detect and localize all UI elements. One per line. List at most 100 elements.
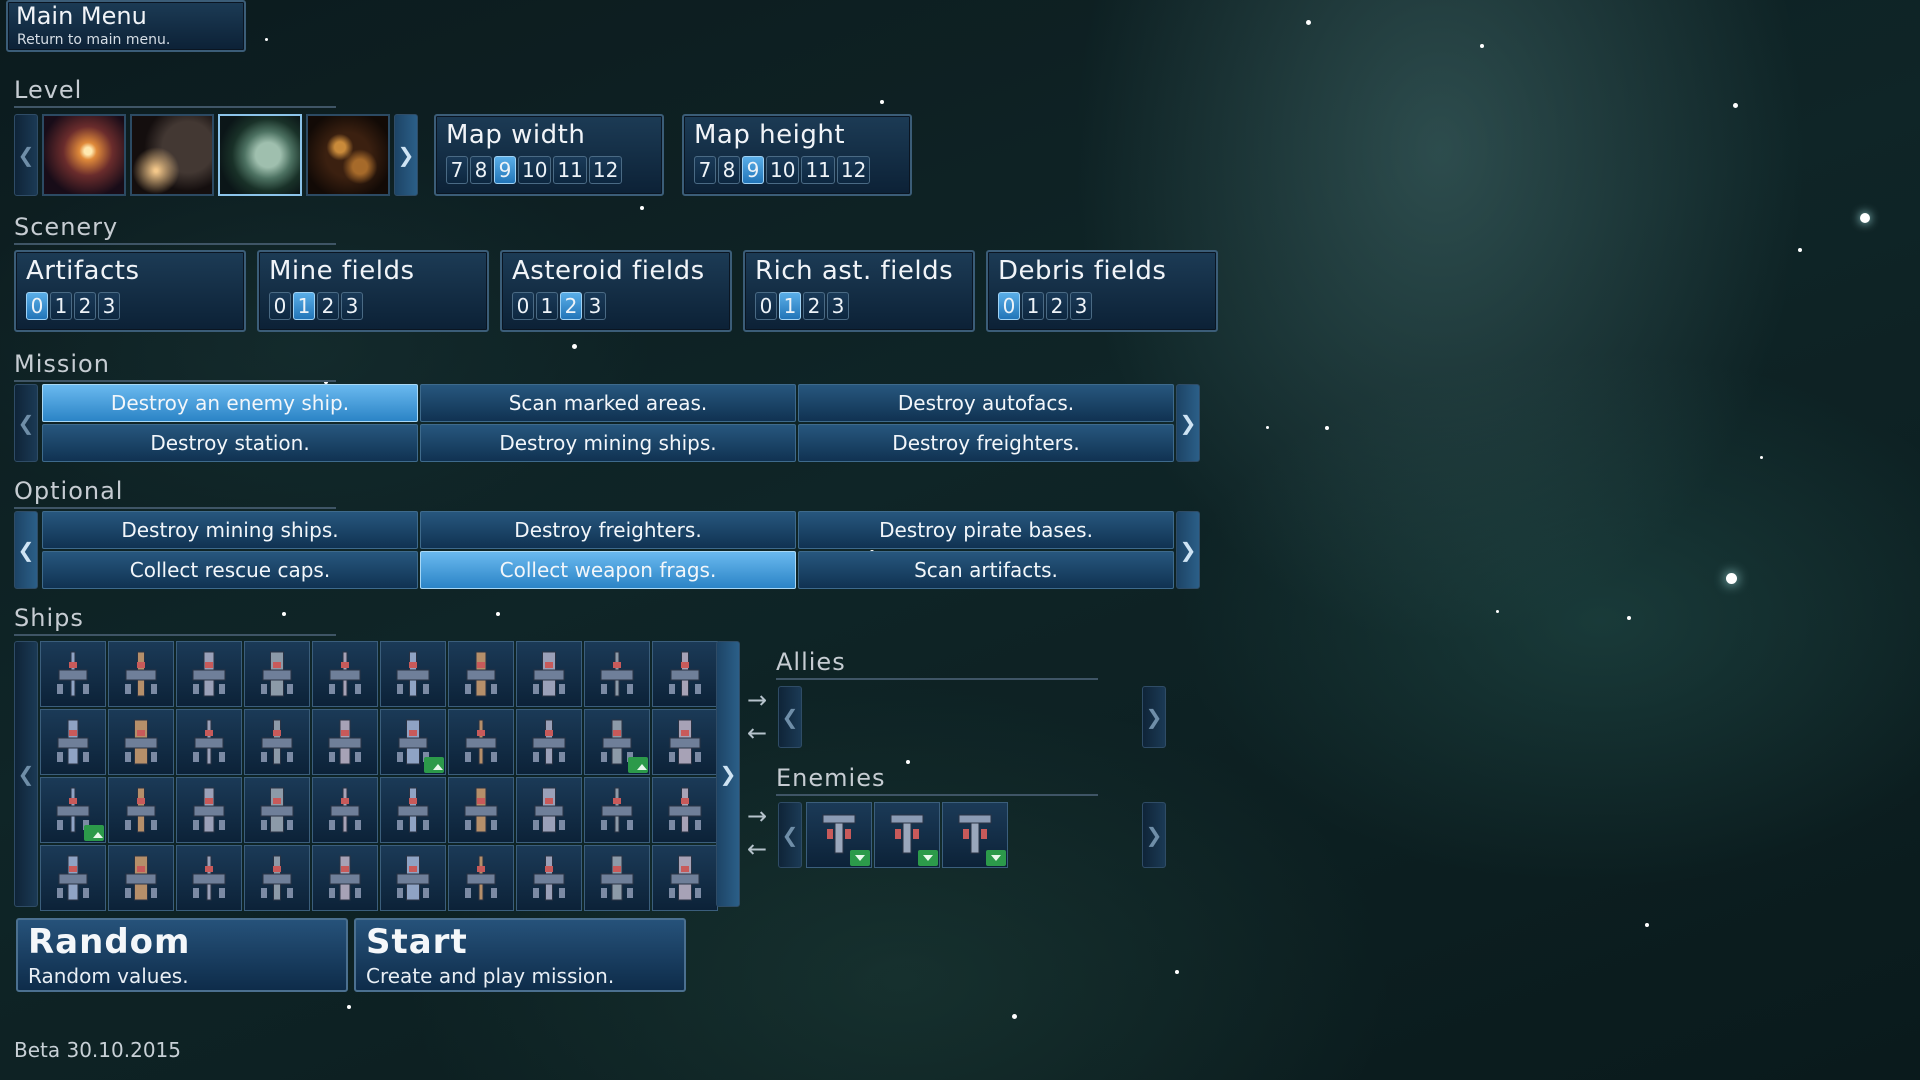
ship-slot[interactable] (244, 845, 310, 911)
ship-slot[interactable] (380, 845, 446, 911)
enemies-next-button[interactable]: ❯ (1142, 802, 1166, 868)
ship-slot[interactable] (176, 777, 242, 843)
ship-slot[interactable] (380, 709, 446, 775)
ships-next-button[interactable]: ❯ (716, 641, 740, 907)
ship-slot[interactable] (516, 641, 582, 707)
scenery-mine-fields-option-3[interactable]: 3 (341, 292, 363, 320)
enemy-ship-slot[interactable] (874, 802, 940, 868)
ship-slot[interactable] (108, 641, 174, 707)
map-width-option-8[interactable]: 8 (470, 156, 492, 184)
enemies-prev-button[interactable]: ❮ (778, 802, 802, 868)
ship-slot[interactable] (312, 777, 378, 843)
ship-slot[interactable] (244, 641, 310, 707)
arrow-right-icon[interactable]: → (746, 802, 768, 830)
ship-slot[interactable] (108, 709, 174, 775)
ship-slot[interactable] (584, 641, 650, 707)
scenery-mine-fields-option-2[interactable]: 2 (317, 292, 339, 320)
scenery-asteroid-fields-option-2[interactable]: 2 (560, 292, 582, 320)
mission-option-4[interactable]: Destroy mining ships. (420, 424, 796, 462)
ships-prev-button[interactable]: ❮ (14, 641, 38, 907)
mission-option-1[interactable]: Scan marked areas. (420, 384, 796, 422)
scenery-rich-ast-fields-option-2[interactable]: 2 (803, 292, 825, 320)
optional-prev-button[interactable]: ❮ (14, 511, 38, 589)
scenery-artifacts-option-2[interactable]: 2 (74, 292, 96, 320)
map-height-option-8[interactable]: 8 (718, 156, 740, 184)
scenery-mine-fields-option-1[interactable]: 1 (293, 292, 315, 320)
optional-option-2[interactable]: Destroy pirate bases. (798, 511, 1174, 549)
map-width-option-10[interactable]: 10 (518, 156, 552, 184)
optional-next-button[interactable]: ❯ (1176, 511, 1200, 589)
enemy-ship-slot[interactable] (806, 802, 872, 868)
ship-slot[interactable] (40, 777, 106, 843)
ship-slot[interactable] (516, 777, 582, 843)
start-button[interactable]: Start Create and play mission. (354, 918, 686, 992)
ship-slot[interactable] (312, 845, 378, 911)
ship-slot[interactable] (176, 709, 242, 775)
level-thumb-green-planet[interactable] (218, 114, 302, 196)
ship-slot[interactable] (176, 641, 242, 707)
ship-slot[interactable] (312, 641, 378, 707)
scenery-asteroid-fields-option-0[interactable]: 0 (512, 292, 534, 320)
optional-option-0[interactable]: Destroy mining ships. (42, 511, 418, 549)
scenery-rich-ast-fields-option-3[interactable]: 3 (827, 292, 849, 320)
ship-slot[interactable] (448, 641, 514, 707)
scenery-debris-fields-option-0[interactable]: 0 (998, 292, 1020, 320)
scenery-rich-ast-fields-option-1[interactable]: 1 (779, 292, 801, 320)
arrow-left-icon[interactable]: ← (746, 835, 768, 863)
ship-slot[interactable] (244, 777, 310, 843)
scenery-debris-fields-option-1[interactable]: 1 (1022, 292, 1044, 320)
map-height-option-12[interactable]: 12 (836, 156, 871, 184)
mission-option-3[interactable]: Destroy station. (42, 424, 418, 462)
mission-prev-button[interactable]: ❮ (14, 384, 38, 462)
ship-slot[interactable] (652, 641, 718, 707)
scenery-debris-fields-option-3[interactable]: 3 (1070, 292, 1092, 320)
optional-option-5[interactable]: Scan artifacts. (798, 551, 1174, 589)
optional-option-3[interactable]: Collect rescue caps. (42, 551, 418, 589)
mission-next-button[interactable]: ❯ (1176, 384, 1200, 462)
scenery-asteroid-fields-option-3[interactable]: 3 (584, 292, 606, 320)
map-width-option-12[interactable]: 12 (588, 156, 623, 184)
mission-option-2[interactable]: Destroy autofacs. (798, 384, 1174, 422)
level-next-button[interactable]: ❯ (394, 114, 418, 196)
map-height-option-10[interactable]: 10 (766, 156, 800, 184)
map-height-option-9[interactable]: 9 (742, 156, 764, 184)
ship-slot[interactable] (312, 709, 378, 775)
map-height-option-7[interactable]: 7 (694, 156, 716, 184)
scenery-artifacts-option-0[interactable]: 0 (26, 292, 48, 320)
map-height-option-11[interactable]: 11 (801, 156, 835, 184)
scenery-artifacts-option-3[interactable]: 3 (98, 292, 120, 320)
map-width-option-11[interactable]: 11 (553, 156, 587, 184)
level-thumb-nebula-sun[interactable] (42, 114, 126, 196)
arrow-left-icon[interactable]: ← (746, 719, 768, 747)
ship-slot[interactable] (40, 709, 106, 775)
ship-slot[interactable] (652, 709, 718, 775)
scenery-rich-ast-fields-option-0[interactable]: 0 (755, 292, 777, 320)
ship-slot[interactable] (40, 845, 106, 911)
ship-slot[interactable] (516, 709, 582, 775)
scenery-asteroid-fields-option-1[interactable]: 1 (536, 292, 558, 320)
mission-option-5[interactable]: Destroy freighters. (798, 424, 1174, 462)
ship-slot[interactable] (448, 845, 514, 911)
map-width-option-7[interactable]: 7 (446, 156, 468, 184)
ship-slot[interactable] (448, 709, 514, 775)
ship-slot[interactable] (584, 709, 650, 775)
ship-slot[interactable] (516, 845, 582, 911)
allies-prev-button[interactable]: ❮ (778, 686, 802, 748)
mission-option-0[interactable]: Destroy an enemy ship. (42, 384, 418, 422)
ship-slot[interactable] (40, 641, 106, 707)
enemy-ship-slot[interactable] (942, 802, 1008, 868)
scenery-artifacts-option-1[interactable]: 1 (50, 292, 72, 320)
optional-option-4[interactable]: Collect weapon frags. (420, 551, 796, 589)
main-menu-button[interactable]: Main Menu Return to main menu. (6, 0, 246, 52)
scenery-mine-fields-option-0[interactable]: 0 (269, 292, 291, 320)
optional-option-1[interactable]: Destroy freighters. (420, 511, 796, 549)
level-thumb-asteroid-cluster[interactable] (306, 114, 390, 196)
ship-slot[interactable] (380, 641, 446, 707)
ship-slot[interactable] (652, 845, 718, 911)
level-prev-button[interactable]: ❮ (14, 114, 38, 196)
ship-slot[interactable] (108, 845, 174, 911)
ship-slot[interactable] (244, 709, 310, 775)
arrow-right-icon[interactable]: → (746, 686, 768, 714)
ship-slot[interactable] (584, 777, 650, 843)
ship-slot[interactable] (176, 845, 242, 911)
